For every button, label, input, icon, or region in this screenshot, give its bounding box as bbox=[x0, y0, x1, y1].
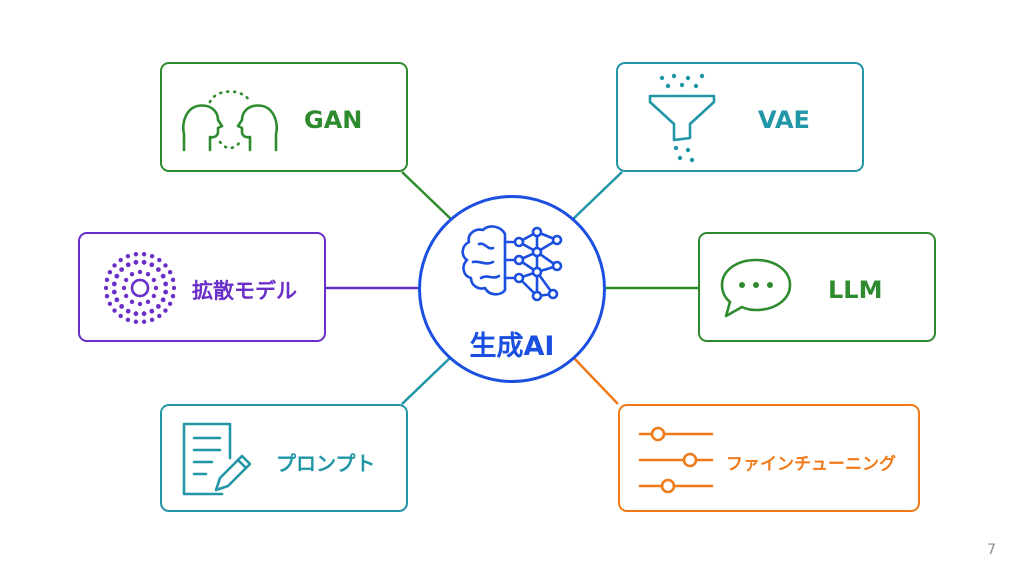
page-number: 7 bbox=[987, 542, 996, 558]
two-heads-icon bbox=[181, 90, 279, 152]
node-label: VAE bbox=[758, 106, 810, 134]
sliders-icon bbox=[638, 426, 714, 494]
node-label: LLM bbox=[828, 276, 883, 304]
document-pencil-icon bbox=[182, 422, 252, 496]
node-prompt: プロンプト bbox=[160, 404, 408, 512]
node-vae: VAE bbox=[616, 62, 864, 172]
node-label: 拡散モデル bbox=[192, 279, 297, 303]
node-finetuning: ファインチューニング bbox=[618, 404, 920, 512]
chat-bubble-icon bbox=[720, 258, 792, 318]
dotted-circle-icon bbox=[104, 252, 176, 324]
connector-prompt bbox=[401, 355, 453, 405]
node-label: プロンプト bbox=[276, 451, 376, 476]
node-label: ファインチューニング bbox=[726, 454, 896, 475]
brain-network-icon bbox=[461, 225, 563, 302]
node-diffusion: 拡散モデル bbox=[78, 232, 326, 342]
center-node: 生成AI bbox=[418, 195, 606, 383]
connector-vae bbox=[571, 171, 623, 221]
node-label: GAN bbox=[304, 106, 363, 134]
funnel-icon bbox=[648, 73, 716, 163]
connector-gan bbox=[401, 171, 453, 221]
node-gan: GAN bbox=[160, 62, 408, 172]
center-label: 生成AI bbox=[469, 331, 555, 362]
connector-finetuning bbox=[571, 355, 619, 405]
node-llm: LLM bbox=[698, 232, 936, 342]
